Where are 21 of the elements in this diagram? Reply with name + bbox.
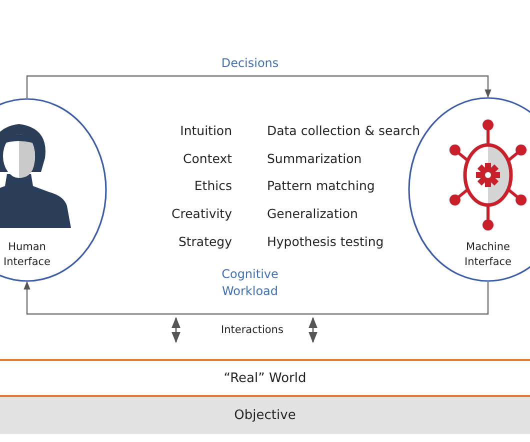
capability-label: Intuition [180, 123, 232, 138]
connector-arrow [26, 75, 492, 98]
layer-band [0, 359, 530, 397]
layer-label: Objective [234, 408, 296, 423]
double-arrow [308, 316, 318, 344]
layer-band [0, 397, 530, 434]
interface-label: Machine Interface [463, 240, 512, 270]
capability-label: Ethics [194, 178, 232, 194]
capability-label: Creativity [172, 206, 232, 222]
capability-label: Summarization [267, 150, 362, 166]
double-arrow [172, 316, 180, 344]
interactions-label: Interactions [221, 324, 284, 336]
capability-label: Hypothesis testing [267, 234, 384, 249]
connector-arrow [24, 281, 489, 315]
capability-label: Generalization [267, 206, 358, 222]
capability-label: Strategy [178, 234, 232, 249]
layer-label: “Real” World [224, 370, 306, 386]
capability-label: Pattern matching [267, 178, 375, 194]
capability-label: Data collection & search [267, 123, 420, 138]
interface-label: Human Interface [2, 240, 52, 270]
capability-label: Context [183, 150, 232, 166]
